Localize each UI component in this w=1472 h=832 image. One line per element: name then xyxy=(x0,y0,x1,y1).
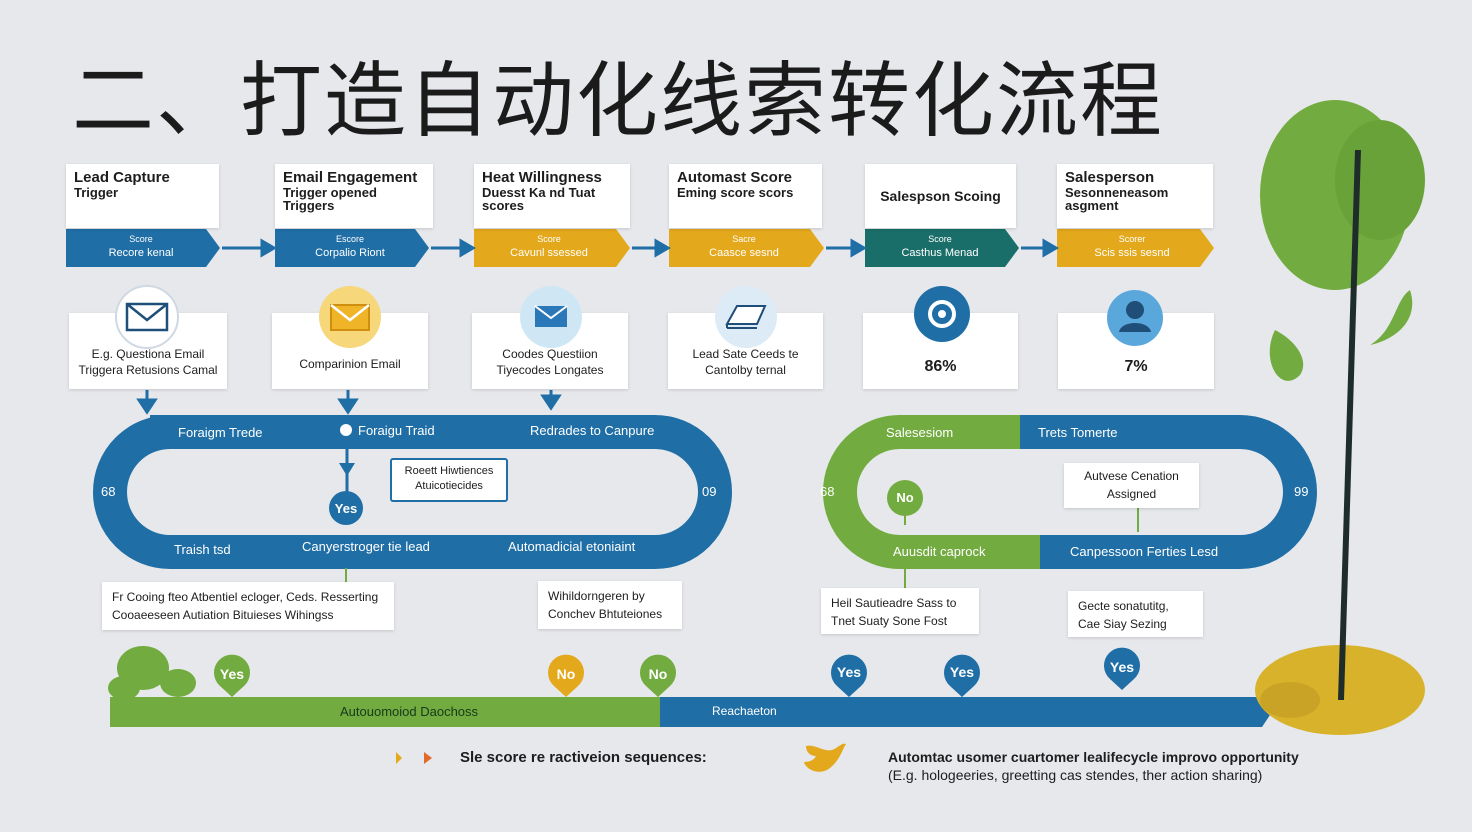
stage-subtitle: Trigger xyxy=(74,184,119,200)
right-loop-no-circle xyxy=(887,480,923,516)
footer-right-text: Automtac usomer cuartomer lealifecycle i… xyxy=(888,748,1299,784)
loop-label: Auusdit caprock xyxy=(893,544,986,559)
stage-title: Salespson Scoing xyxy=(880,187,1001,204)
stage-card-2: Email Engagement Trigger opened Triggers xyxy=(275,164,433,228)
loop-label: Trets Tomerte xyxy=(1038,425,1118,440)
loop-label: Traish tsd xyxy=(174,542,231,557)
envelope-icon xyxy=(319,286,381,348)
yes-badge: Yes xyxy=(334,501,358,516)
tree-illustration xyxy=(1255,100,1425,735)
footer-right-line1: Automtac usomer cuartomer lealifecycle i… xyxy=(888,749,1299,765)
stage-title: Automast Score xyxy=(677,169,793,186)
timeline-markers xyxy=(214,647,1141,697)
stage-card-1: Lead Capture Trigger xyxy=(66,164,219,228)
page-title: 二、打造自动化线索转化流程 xyxy=(72,54,1165,149)
target-icon xyxy=(914,286,970,342)
marker-pin-3 xyxy=(640,654,676,697)
marker-label: Yes xyxy=(1109,659,1135,675)
loop-label: Foraigu Traid xyxy=(358,423,435,438)
note-connectors xyxy=(345,508,1139,588)
marker-label: Yes xyxy=(219,666,245,682)
left-loop-tag xyxy=(150,415,306,449)
loop-label: Automadicial etoniaint xyxy=(508,539,636,554)
marker-pin-5 xyxy=(944,654,980,697)
stage-bar-1 xyxy=(66,229,220,267)
stage-connectors xyxy=(222,238,1059,258)
loop-end-label: 09 xyxy=(702,484,717,499)
stage-card-3: Heat Willingness Duesst Ka nd Tuat score… xyxy=(474,164,630,228)
stage-bar-2 xyxy=(275,229,429,267)
timeline-green xyxy=(110,697,660,727)
stage-title: Heat Willingness xyxy=(482,169,602,186)
left-loop-yes-circle xyxy=(329,491,363,525)
stage-card-5: Salespson Scoing xyxy=(865,164,1016,228)
loop-end-label: 99 xyxy=(1294,484,1309,499)
stage-percentage: 86% xyxy=(924,358,957,375)
stage-bar-5 xyxy=(865,229,1019,267)
stage-bar-6 xyxy=(1057,229,1214,267)
note-card-4: Gecte sonatutitg,Cae Siay Sezing xyxy=(1068,591,1203,637)
stage-bar-3 xyxy=(474,229,630,267)
envelope-icon xyxy=(115,285,179,349)
stage-subtitle: Sesonneneasom asgment xyxy=(1065,184,1169,214)
timeline-left-label: Autouomoiod Daochoss xyxy=(340,704,479,719)
right-loop-track-blue xyxy=(1000,415,1317,569)
timeline-right-label: Reachaeton xyxy=(712,704,777,718)
marker-label: No xyxy=(648,666,668,682)
timeline-blue xyxy=(660,697,1272,727)
marker-label: Yes xyxy=(949,664,975,680)
loop-end-label: 68 xyxy=(820,484,835,499)
no-badge: No xyxy=(896,490,914,505)
document-icon xyxy=(715,286,777,348)
marker-label: No xyxy=(556,666,576,682)
loop-end-label: 68 xyxy=(101,484,116,499)
stage-title: Salesperson xyxy=(1065,169,1155,186)
marker-pin-6 xyxy=(1104,647,1141,690)
bird-icon xyxy=(804,743,846,772)
user-icon xyxy=(1107,290,1163,346)
stage-bar-4 xyxy=(669,229,824,267)
marker-pin-1 xyxy=(214,654,250,697)
stage-title: Lead Capture xyxy=(74,169,170,186)
email-icon xyxy=(520,286,582,348)
marker-label: Yes xyxy=(836,664,862,680)
loop-label: Redrades to Canpure xyxy=(530,423,655,438)
marker-pin-4 xyxy=(830,654,867,697)
down-arrows xyxy=(136,390,562,415)
note-card-1: Fr Cooing fteo Atbentiel ecloger, Ceds. … xyxy=(102,582,394,630)
stage-percentage: 7% xyxy=(1124,358,1148,375)
loop-label: Foraigm Trede xyxy=(178,425,263,440)
loop-label: Salesesiom xyxy=(886,425,954,440)
stage-subtitle: Eming score scors xyxy=(677,184,794,200)
stage-title: Email Engagement xyxy=(283,169,418,186)
stage-subtitle: Trigger opened Triggers xyxy=(283,184,377,214)
stage-card-4: Automast Score Eming score scors xyxy=(669,164,822,228)
marker-pin-2 xyxy=(548,654,584,697)
left-loop-track xyxy=(93,415,732,569)
loop-label: Canyerstroger tie lead xyxy=(302,539,430,554)
footer-right-line2: (E.g. hologeeries, greetting cas stendes… xyxy=(888,767,1263,784)
right-loop-track-green xyxy=(823,415,1040,569)
stage-card-6: Salesperson Sesonneneasom asgment xyxy=(1057,164,1213,228)
stage-subtitle: Duesst Ka nd Tuat scores xyxy=(482,184,596,214)
footer-left-text: Sle score re ractiveion sequences: xyxy=(460,749,707,766)
loop-label: Canpessoon Ferties Lesd xyxy=(1070,544,1219,559)
